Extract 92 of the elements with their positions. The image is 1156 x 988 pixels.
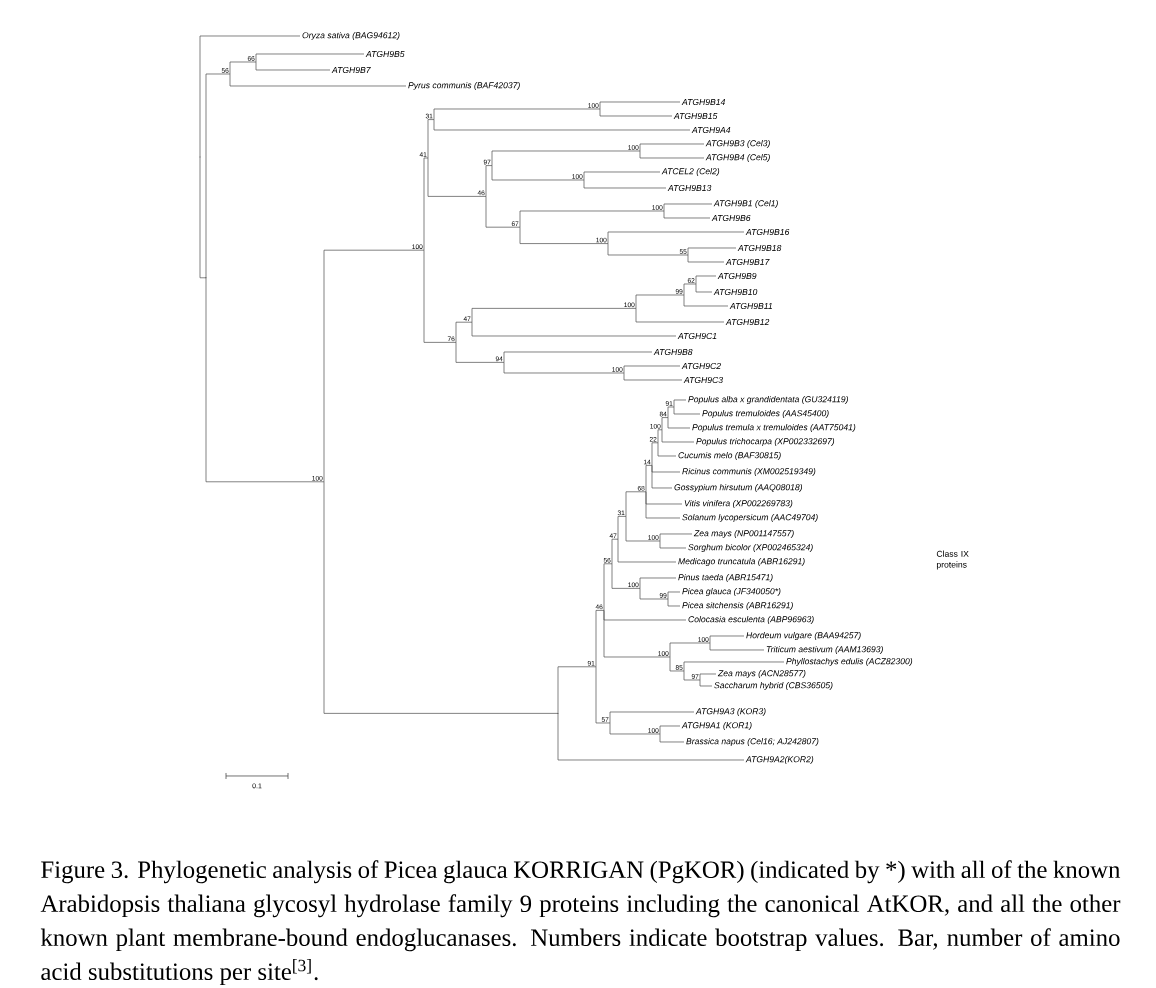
tree-branch	[667, 591, 681, 600]
tree-branch	[669, 656, 685, 672]
tree-branch	[455, 342, 505, 363]
tree-branch	[683, 294, 729, 307]
tree-branch	[699, 679, 713, 687]
tree-branch	[611, 538, 619, 565]
tree-branch	[519, 226, 609, 244]
tree-branch	[659, 733, 685, 743]
tree-branch	[663, 210, 711, 219]
tree-branch	[687, 254, 725, 263]
tree-branch	[557, 666, 597, 714]
tree-branch	[609, 711, 695, 724]
tree-branch	[471, 321, 677, 337]
tree-branch	[503, 351, 653, 363]
tree-branch	[623, 365, 681, 374]
tree-branch	[709, 642, 765, 651]
tree-branch	[667, 406, 675, 418]
tree-branch	[491, 150, 641, 166]
tree-branch	[595, 666, 611, 724]
tree-branch	[617, 516, 627, 540]
tree-branch	[607, 231, 745, 244]
tree-branch	[695, 275, 717, 285]
tree-branch	[607, 243, 689, 256]
tree-branch	[657, 429, 663, 444]
tree-branch	[583, 171, 661, 181]
tree-branch	[709, 635, 745, 644]
tree-branch	[617, 538, 677, 563]
tree-branch	[639, 150, 705, 159]
tree-branch	[645, 465, 653, 493]
tree-branch	[611, 563, 641, 589]
tree-branch	[255, 53, 365, 63]
tree-branch	[433, 119, 691, 131]
tree-branch	[471, 308, 637, 323]
tree-branch	[205, 277, 325, 483]
tree-branch	[433, 108, 601, 120]
tree-branch	[623, 372, 683, 381]
tree-branch	[651, 465, 681, 473]
tree-branch	[199, 156, 207, 279]
tree-branch	[667, 417, 691, 429]
tree-branch	[673, 399, 687, 408]
tree-branch	[323, 249, 425, 483]
tree-branch	[485, 196, 521, 228]
tree-branch	[625, 516, 661, 542]
tree-branch	[659, 533, 693, 542]
tree-branch	[599, 101, 681, 110]
tree-branch	[661, 417, 669, 431]
tree-branch	[229, 73, 407, 87]
tree-branch	[427, 119, 435, 159]
tree-branch	[683, 283, 697, 296]
tree-branch	[639, 577, 677, 589]
tree-branch	[423, 249, 457, 343]
tree-branch	[645, 491, 681, 519]
tree-branch	[323, 481, 559, 714]
tree-branch	[657, 442, 677, 457]
tree-branch	[699, 673, 717, 681]
caption: Figure 3. Phylogenetic analysis of Picea glauca KORRIGAN (PgKOR) (indicated by *) with all of the known Arabidopsis thaliana glycosyl hydrolase family 9 proteins including the canonical AtKOR, and all the other known plant membrane-bound endoglucanases. Numbers indicate bootstrap values. Bar, number of amino acid substitutions per site$^{[3]}$.	[40, 860, 1121, 986]
tree-branch	[491, 165, 585, 181]
tree-branch	[609, 722, 661, 735]
tree-branch	[603, 563, 613, 611]
tree-branch	[659, 725, 681, 735]
tree-branch	[599, 108, 673, 117]
tree-branch	[583, 179, 667, 189]
tree-branch	[661, 429, 695, 443]
tree-branch	[639, 143, 705, 152]
tree-branch	[695, 283, 713, 293]
tree-branch	[635, 294, 685, 309]
tree-branch	[687, 247, 737, 256]
tree-branch	[669, 642, 711, 658]
tree-branch	[229, 61, 257, 75]
tree-branch	[455, 321, 473, 343]
tree-branch	[205, 73, 231, 279]
tree-branch	[427, 157, 487, 197]
tree-branch	[503, 362, 625, 374]
tree-branch	[255, 61, 331, 71]
tree-branch	[199, 35, 301, 158]
tree-branch	[659, 540, 687, 549]
tree-branch	[485, 165, 493, 197]
tree-branch	[557, 713, 745, 761]
tree-branch	[639, 588, 669, 600]
tree-branch	[651, 442, 659, 466]
tree-branch	[673, 406, 701, 415]
tree-branch	[683, 670, 701, 681]
tree-branch	[625, 491, 647, 517]
tree-branch	[651, 465, 673, 489]
tree-branch	[667, 598, 681, 607]
tree-branch	[519, 210, 665, 228]
tree-branch	[423, 157, 429, 251]
tree-branch	[635, 308, 725, 323]
tree-branch	[603, 610, 671, 658]
tree-branch	[663, 203, 713, 212]
tree-branch	[683, 661, 785, 672]
tree-branch	[595, 610, 605, 668]
